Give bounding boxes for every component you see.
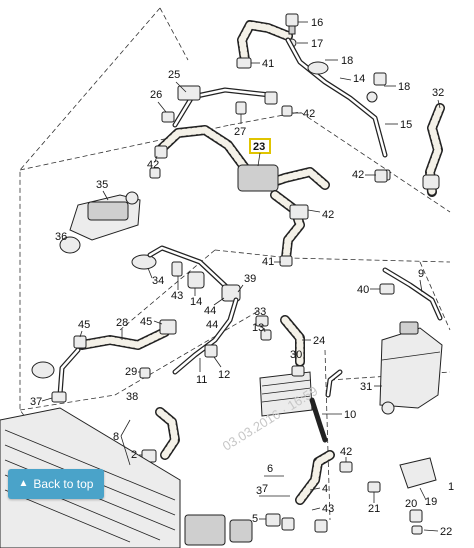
callout-29[interactable]: 29 (125, 366, 137, 378)
callout-37[interactable]: 37 (30, 396, 42, 408)
callout-12[interactable]: 12 (218, 369, 230, 381)
chevron-up-icon: ▲ (18, 478, 29, 489)
callout-28[interactable]: 28 (116, 317, 128, 329)
callout-5[interactable]: 5 (252, 513, 258, 525)
callout-32[interactable]: 32 (432, 87, 444, 99)
expansion-tank (379, 267, 443, 415)
callout-36[interactable]: 36 (55, 231, 67, 243)
callout-44-b[interactable]: 44 (206, 319, 218, 331)
callout-9[interactable]: 9 (418, 268, 424, 280)
central-hose-group (154, 125, 388, 267)
callout-45-b[interactable]: 45 (78, 319, 90, 331)
callout-39[interactable]: 39 (244, 273, 256, 285)
oil-cooler (259, 365, 343, 443)
callout-45-a[interactable]: 45 (140, 316, 152, 328)
callout-35[interactable]: 35 (96, 179, 108, 191)
callout-42-c[interactable]: 42 (352, 169, 364, 181)
callout-42-b[interactable]: 42 (147, 159, 159, 171)
callout-41-b[interactable]: 41 (262, 256, 274, 268)
mid-pipe-group (131, 245, 305, 375)
callout-14-a[interactable]: 14 (353, 73, 365, 85)
callout-17[interactable]: 17 (311, 38, 323, 50)
callout-42-e[interactable]: 42 (340, 446, 352, 458)
callout-1[interactable]: 1 (448, 481, 454, 493)
upper-hose-group (161, 13, 388, 158)
callout-21[interactable]: 21 (368, 503, 380, 515)
callout-15[interactable]: 15 (400, 119, 412, 131)
callout-19[interactable]: 19 (425, 496, 437, 508)
callout-18-b[interactable]: 18 (398, 81, 410, 93)
callout-18[interactable]: 18 (341, 55, 353, 67)
callout-7[interactable]: 7 (262, 483, 268, 495)
callout-16[interactable]: 16 (311, 17, 323, 29)
callout-6[interactable]: 6 (267, 463, 273, 475)
callout-3[interactable]: 3 (256, 485, 262, 497)
callout-40[interactable]: 40 (357, 284, 369, 296)
callout-8[interactable]: 8 (113, 431, 119, 443)
callout-14-b[interactable]: 14 (190, 296, 202, 308)
callout-44-a[interactable]: 44 (204, 305, 216, 317)
callout-42-d[interactable]: 42 (322, 209, 334, 221)
egr-cooler (59, 167, 161, 254)
callout-11[interactable]: 11 (196, 374, 207, 386)
callout-38[interactable]: 38 (126, 391, 138, 403)
callout-30[interactable]: 30 (290, 349, 302, 361)
callout-2[interactable]: 2 (131, 449, 137, 461)
callout-31[interactable]: 31 (360, 381, 372, 393)
callouts: 16 17 18 41 25 26 27 42 14 18 15 32 23 4… (30, 17, 454, 538)
callout-43-a[interactable]: 43 (171, 290, 183, 302)
callout-13[interactable]: 13 (252, 322, 264, 334)
callout-42-a[interactable]: 42 (303, 108, 315, 120)
left-hose-group (31, 319, 177, 403)
callout-10[interactable]: 10 (344, 409, 356, 421)
callout-23[interactable]: 23 (253, 141, 265, 153)
callout-43-b[interactable]: 43 (322, 503, 334, 515)
callout-41-a[interactable]: 41 (262, 58, 274, 70)
callout-22[interactable]: 22 (440, 526, 452, 538)
callout-25[interactable]: 25 (168, 69, 180, 81)
callout-4[interactable]: 4 (322, 483, 328, 495)
callout-27[interactable]: 27 (234, 126, 246, 138)
callout-33[interactable]: 33 (254, 306, 266, 318)
callout-24[interactable]: 24 (313, 335, 325, 347)
back-to-top-label: Back to top (33, 477, 94, 491)
callout-26[interactable]: 26 (150, 89, 162, 101)
callout-20[interactable]: 20 (405, 498, 417, 510)
callout-34[interactable]: 34 (152, 275, 164, 287)
back-to-top-button[interactable]: ▲ Back to top (8, 469, 104, 499)
